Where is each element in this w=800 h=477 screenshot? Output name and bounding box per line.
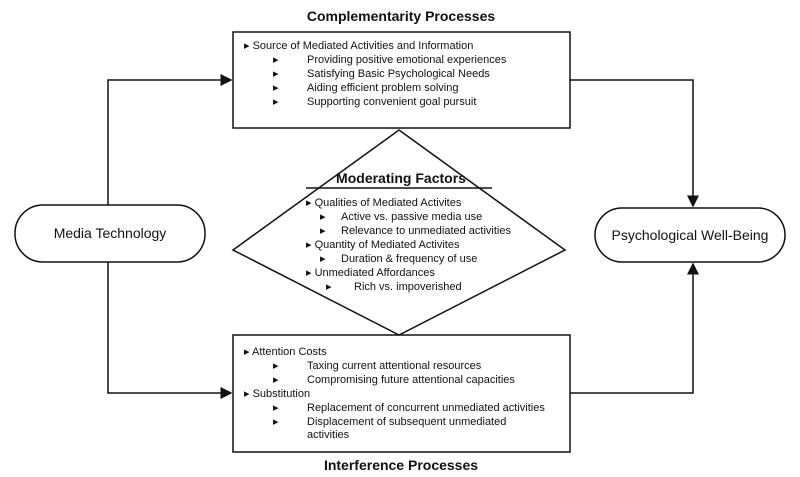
complementarity-title: Complementarity Processes	[307, 8, 496, 24]
bullet-item: Supporting convenient goal pursuit	[307, 96, 476, 108]
media-technology-node	[14, 204, 206, 263]
arrow-media-to-interference	[107, 262, 233, 399]
bullet-item: Taxing current attentional resources	[307, 360, 482, 372]
media-technology-label: Media Technology	[54, 225, 167, 241]
bullet-icon: ▸	[320, 225, 326, 237]
bullet-item: Rich vs. impoverished	[354, 281, 462, 293]
bullet-icon: ▸	[273, 54, 279, 66]
moderating-title: Moderating Factors	[336, 170, 466, 186]
bullet-heading: ▸ Substitution	[244, 388, 310, 400]
arrow-interference-to-wellbeing	[570, 262, 699, 394]
bullet-item: Replacement of concurrent unmediated act…	[307, 402, 545, 414]
bullet-icon: ▸	[320, 253, 326, 265]
bullet-icon: ▸	[273, 360, 279, 372]
bullet-item: Displacement of subsequent unmediated	[307, 416, 506, 428]
bullet-heading: ▸ Unmediated Affordances	[306, 267, 435, 279]
arrow-media-to-complementarity	[107, 74, 233, 205]
bullet-heading: ▸ Source of Mediated Activities and Info…	[244, 40, 473, 52]
wellbeing-node	[594, 207, 786, 263]
interference-box	[232, 334, 571, 453]
complementarity-box	[232, 31, 571, 129]
bullet-icon: ▸	[273, 96, 279, 108]
interference-title: Interference Processes	[324, 457, 478, 473]
bullet-item-continued: activities	[307, 429, 350, 441]
bullet-icon: ▸	[273, 68, 279, 80]
bullet-heading: ▸ Qualities of Mediated Activites	[306, 197, 462, 209]
bullet-item: Compromising future attentional capaciti…	[307, 374, 515, 386]
bullet-item: Duration & frequency of use	[341, 253, 477, 265]
bullet-item: Aiding efficient problem solving	[307, 82, 458, 94]
bullet-heading: ▸ Attention Costs	[244, 346, 327, 358]
bullet-heading: ▸ Quantity of Mediated Activites	[306, 239, 460, 251]
wellbeing-label: Psychological Well-Being	[612, 227, 769, 243]
bullet-icon: ▸	[326, 281, 332, 293]
bullet-item: Active vs. passive media use	[341, 211, 482, 223]
bullet-icon: ▸	[273, 416, 279, 428]
bullet-item: Relevance to unmediated activities	[341, 225, 511, 237]
bullet-icon: ▸	[320, 211, 326, 223]
bullet-item: Providing positive emotional experiences	[307, 54, 507, 66]
bullet-item: Satisfying Basic Psychological Needs	[307, 68, 490, 80]
bullet-icon: ▸	[273, 82, 279, 94]
bullet-icon: ▸	[273, 402, 279, 414]
bullet-icon: ▸	[273, 374, 279, 386]
arrow-complementarity-to-wellbeing	[570, 79, 699, 208]
